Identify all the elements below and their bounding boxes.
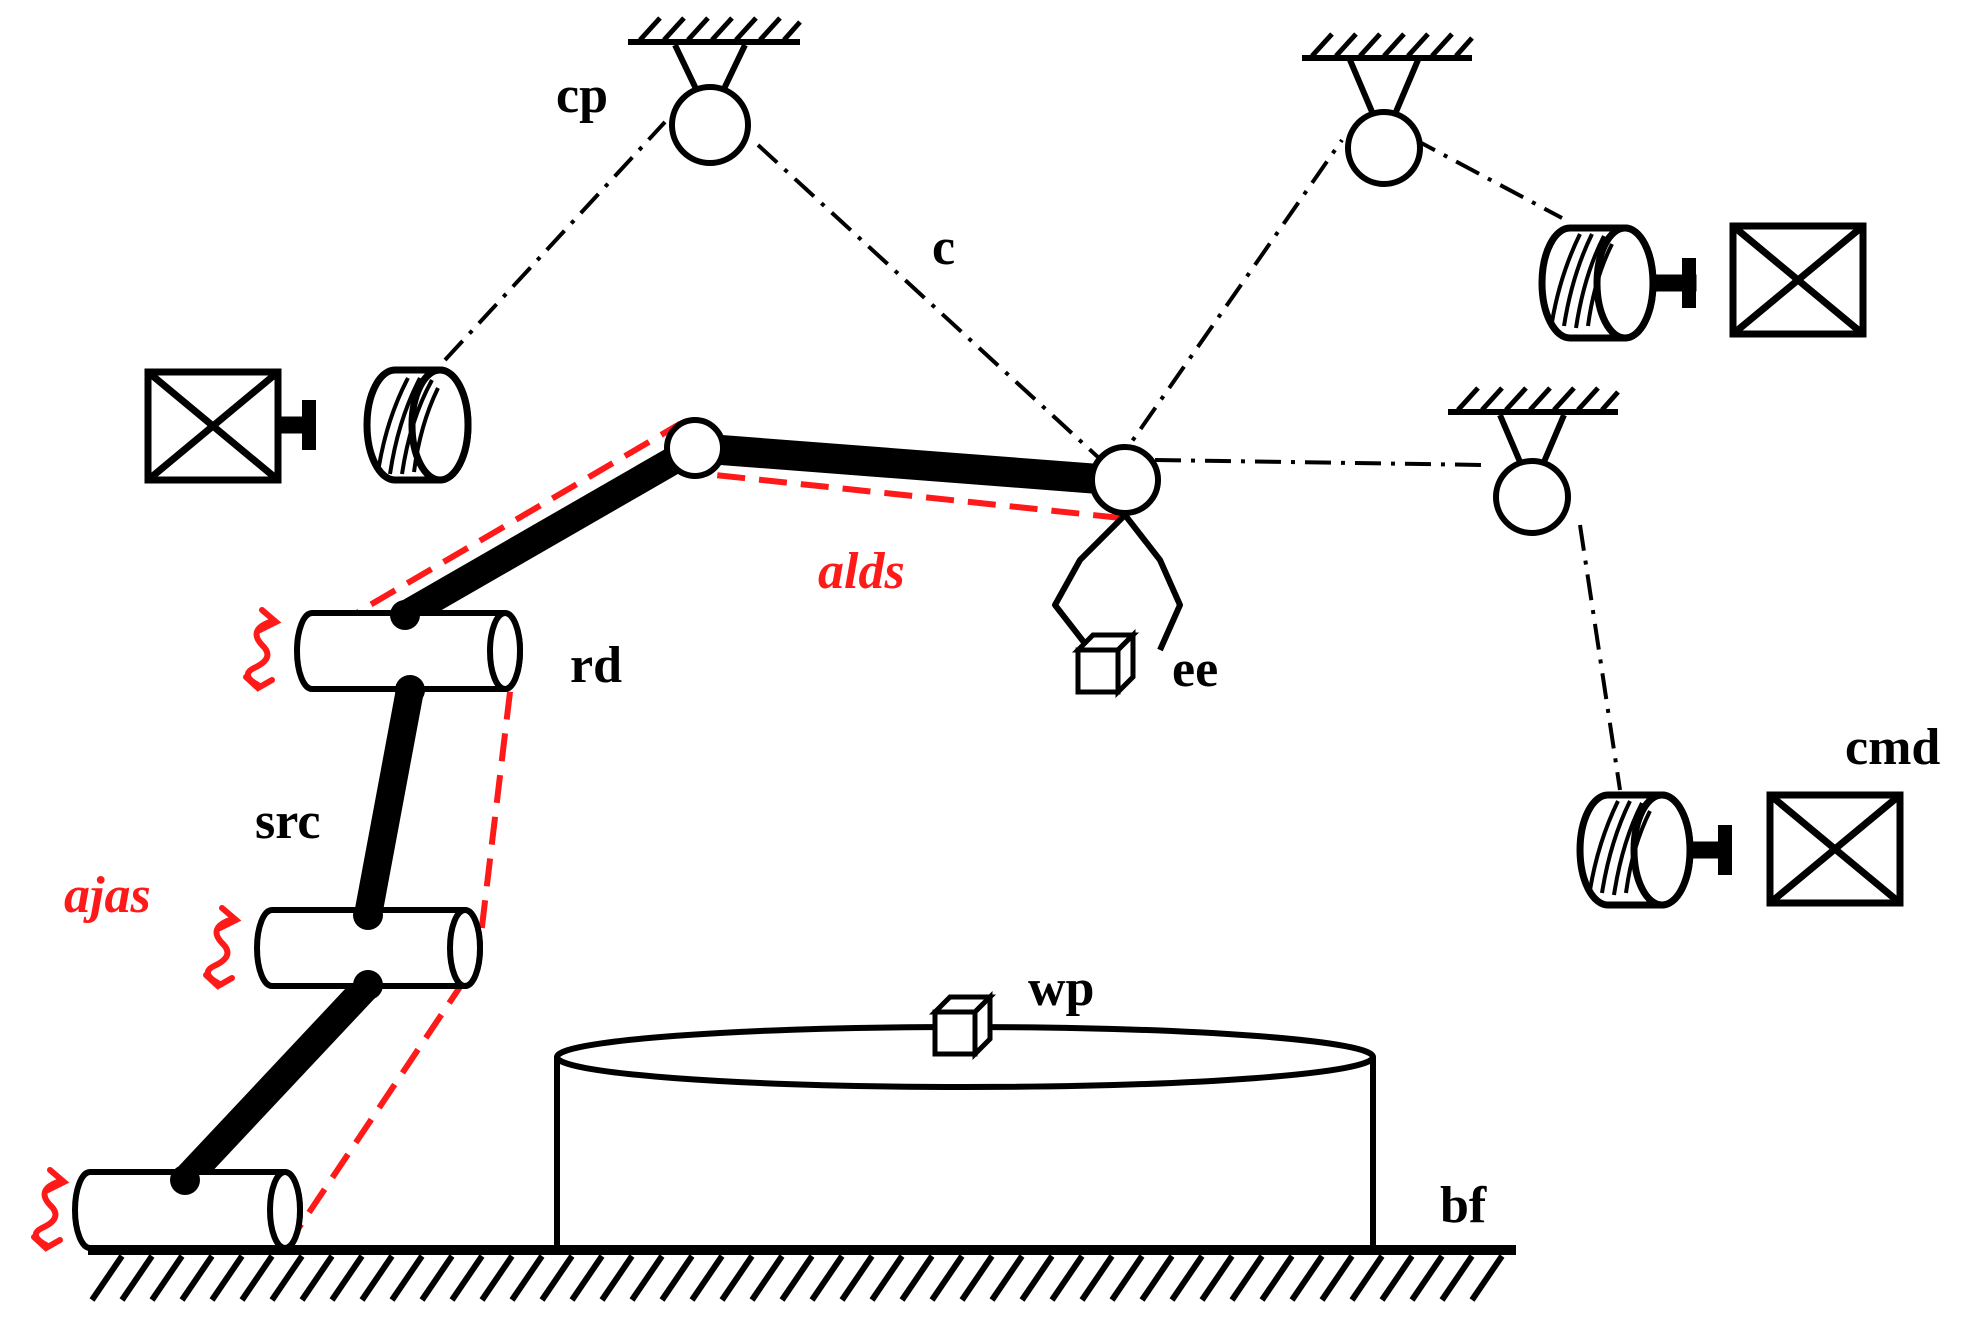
pulley-icon [669, 84, 751, 166]
workpiece-cube-icon [1071, 628, 1140, 699]
rotation-arrow-icon [203, 905, 242, 990]
pulley-right [1448, 386, 1620, 536]
ground-hatch-icon [89, 1254, 1505, 1302]
joint-cylinder-icon [72, 1169, 303, 1251]
robot-links [171, 433, 1127, 1194]
label-serial-robot-chain: src [255, 793, 320, 850]
joint-cylinder-icon [294, 610, 523, 692]
pulley-icon [1493, 458, 1571, 536]
label-end-effector: ee [1172, 641, 1218, 698]
motor-drum-lower-right [1576, 791, 1904, 909]
label-cable: c [932, 219, 955, 276]
link-joint-dots [170, 600, 425, 1195]
deflection-lines [293, 421, 1122, 1234]
workpiece-cube-icon [928, 990, 997, 1061]
joint-cylinder-icon [254, 907, 483, 989]
pulley-top-left [628, 16, 802, 166]
ground-hatch-icon [1310, 32, 1474, 58]
rotation-arrow-icon [31, 1167, 70, 1252]
ground-base [88, 1245, 1516, 1302]
label-base-frame: bf [1440, 1177, 1487, 1234]
cable-segment [756, 143, 1114, 472]
label-cable-motor-drive: cmd [1845, 719, 1940, 776]
ground-hatch-icon [638, 16, 802, 42]
label-link-deflection: alds [818, 543, 905, 600]
motor-drum-left [144, 366, 472, 484]
rotation-arrows [31, 607, 282, 1252]
cable-lines [443, 120, 1622, 791]
label-robot-drive: rd [570, 637, 622, 694]
robot-link [391, 434, 709, 629]
turntable-icon [554, 1024, 1376, 1247]
cable-segment [443, 120, 667, 362]
ground-hatch-icon [1456, 386, 1620, 412]
cable-segment [1154, 458, 1486, 467]
label-cable-pulley: cp [556, 67, 608, 124]
elbow-joint [664, 417, 726, 479]
rotation-arrow-icon [243, 607, 282, 692]
motor-drum-upper-right [1538, 222, 1867, 342]
robot-link [680, 433, 1127, 495]
cable-segment [1110, 138, 1344, 472]
joint-cylinders [72, 610, 523, 1251]
robot-link [171, 971, 382, 1194]
pulley-icon [1345, 109, 1423, 187]
cable-segment [1578, 524, 1622, 791]
robot-link [354, 676, 424, 929]
wrist-joint [1089, 444, 1161, 516]
label-workpiece: wp [1028, 960, 1094, 1017]
pulley-top-right [1302, 32, 1474, 187]
label-joint-deflection: ajas [64, 867, 151, 924]
cable-segment [1411, 136, 1563, 220]
gripper-icon [1052, 512, 1183, 652]
